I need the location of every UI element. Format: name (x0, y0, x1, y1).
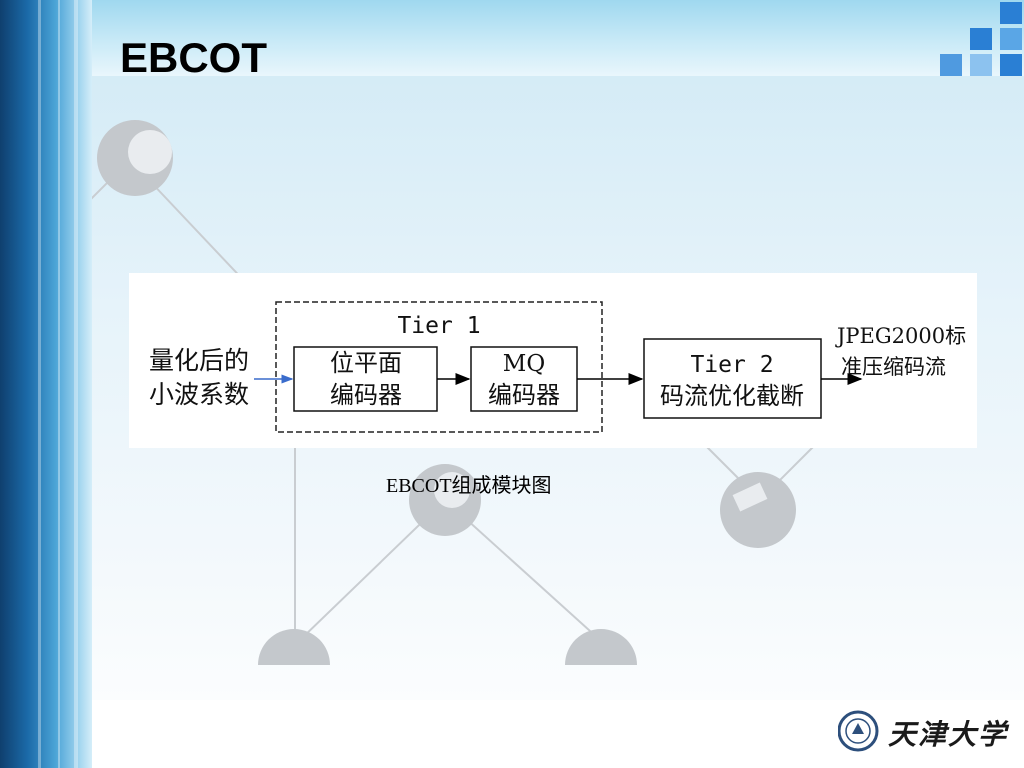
sidebar-stripe (58, 0, 60, 768)
deco-square (1000, 28, 1022, 50)
output-label-line1: JPEG2000标 (835, 324, 966, 348)
university-logo (838, 710, 879, 752)
deco-circle-inner (128, 130, 172, 174)
diagram-caption: EBCOT组成模块图 (386, 475, 552, 497)
deco-square (970, 54, 992, 76)
deco-half-circle (258, 629, 330, 665)
bitplane-coder-line2: 编码器 (330, 381, 402, 409)
university-name: 天津大学 (888, 718, 1009, 751)
deco-square (1000, 2, 1022, 24)
deco-square (1000, 54, 1022, 76)
mq-coder-line1: MQ (503, 351, 545, 377)
deco-circle-inner (732, 482, 768, 512)
output-label-line2: 准压缩码流 (841, 355, 946, 379)
tier1-label: Tier 1 (397, 313, 480, 339)
tier2-line1: Tier 2 (690, 352, 773, 378)
deco-square (940, 54, 962, 76)
deco-half-circle (565, 629, 637, 665)
ebcot-diagram: 量化后的 小波系数 Tier 1 位平面 编码器 MQ 编码器 Tier 2 码… (129, 273, 977, 448)
sidebar-stripe (38, 0, 41, 768)
bitplane-coder-line1: 位平面 (330, 349, 402, 377)
tier2-line2: 码流优化截断 (660, 382, 804, 410)
deco-circle-inner (434, 472, 470, 508)
slide-title: EBCOT (120, 34, 267, 81)
deco-circle (720, 472, 796, 548)
sidebar-stripe (74, 0, 78, 768)
bitplane-coder-box (293, 346, 438, 412)
deco-square (970, 28, 992, 50)
tier2-box (643, 338, 822, 419)
left-sidebar-band (0, 0, 92, 768)
mq-coder-line2: 编码器 (488, 381, 560, 409)
header-band (90, 0, 1024, 76)
tier1-group (275, 301, 603, 433)
input-label-line1: 量化后的 (149, 346, 249, 375)
input-label-line2: 小波系数 (149, 380, 249, 409)
ebcot-diagram-svg: 量化后的 小波系数 Tier 1 位平面 编码器 MQ 编码器 Tier 2 码… (149, 301, 966, 433)
